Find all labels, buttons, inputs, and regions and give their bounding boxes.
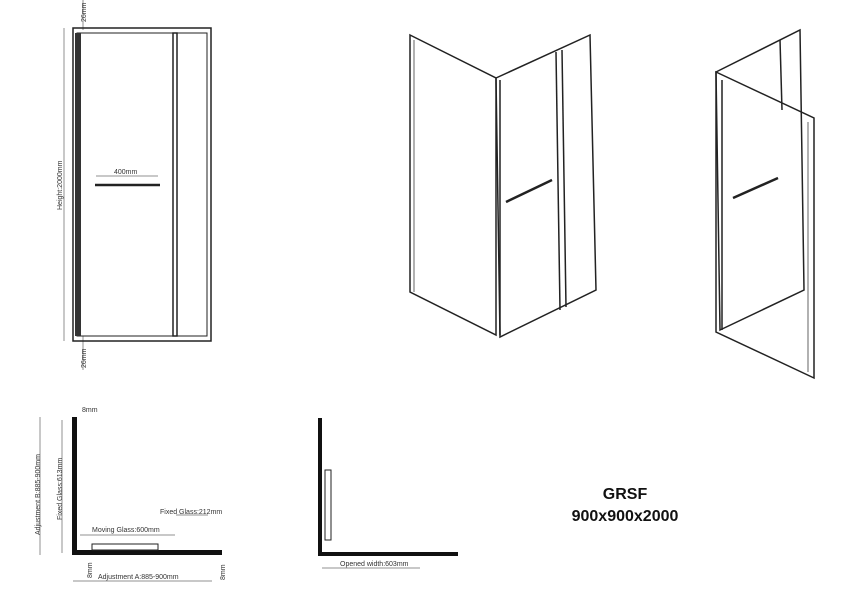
profile-left-label: 8mm (87, 562, 94, 578)
adjustment-b-label: Adjustment B:885-900mm (35, 454, 42, 535)
model-name: GRSF (602, 486, 648, 503)
handle-length-label: 400mm (114, 169, 138, 176)
plan-view: 8mm Adjustment B:885-900mm Fixed Glass:6… (35, 407, 227, 582)
fixed-glass-front-label: Fixed Glass:212mm (160, 509, 222, 516)
opened-width-label: Opened width:603mm (340, 561, 409, 568)
isometric-view-corner (409, 33, 597, 339)
bottom-gap-label: 26mm (81, 348, 88, 368)
top-profile-label: 8mm (82, 407, 98, 414)
moving-glass-label: Moving Glass:600mm (92, 527, 160, 534)
top-gap-label: 26mm (81, 2, 88, 22)
profile-right-label: 8mm (220, 564, 227, 580)
isometric-view-open (715, 28, 815, 380)
opened-plan-view: Opened width:603mm (318, 418, 458, 569)
front-elevation-view: 26mm Height:2000mm 400mm 26mm (57, 0, 212, 370)
fixed-glass-side-label: Fixed Glass:613mm (57, 458, 64, 520)
height-label: Height:2000mm (57, 160, 64, 210)
model-size: 900x900x2000 (571, 508, 679, 525)
product-title: GRSF 900x900x2000 (560, 484, 690, 528)
adjustment-a-label: Adjustment A:885-900mm (98, 574, 179, 581)
